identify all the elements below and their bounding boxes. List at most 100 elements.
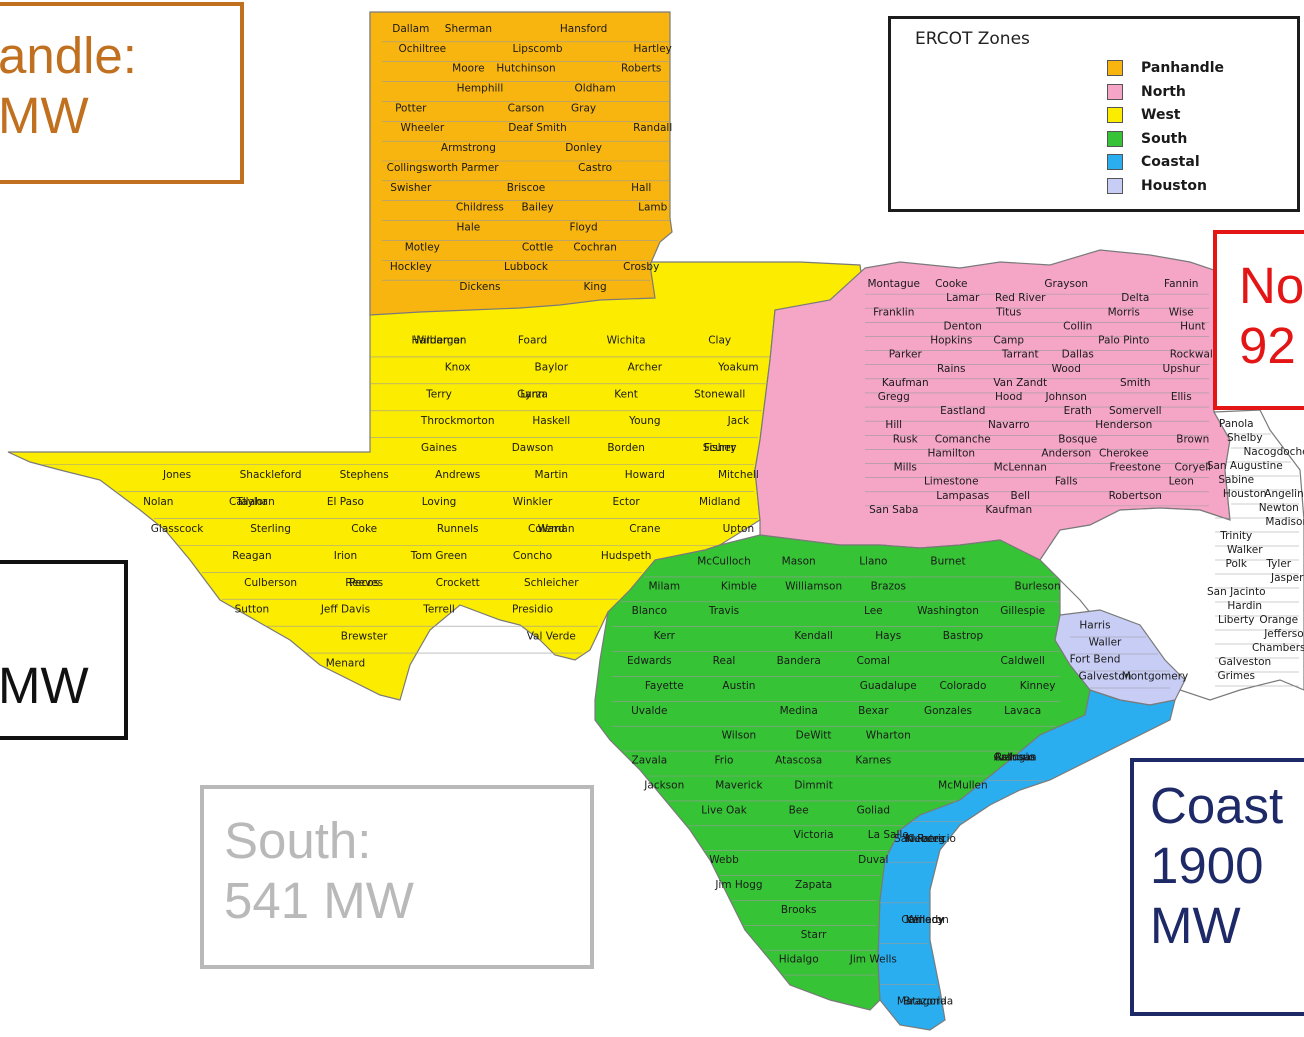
- county-label: Potter: [395, 102, 427, 114]
- legend-title: ERCOT Zones: [915, 29, 1030, 49]
- county-label: Rusk: [893, 433, 919, 445]
- legend-item-coastal: Coastal: [1107, 153, 1200, 171]
- county-label: Robertson: [1109, 490, 1162, 502]
- county-label: Floyd: [569, 222, 597, 234]
- legend-swatch: [1107, 154, 1123, 170]
- county-label: Bell: [1011, 490, 1031, 502]
- county-label: Lee: [864, 605, 883, 617]
- county-label: Hopkins: [930, 335, 972, 347]
- county-label: Somervell: [1109, 405, 1162, 417]
- legend-swatch: [1107, 83, 1123, 100]
- county-label: Brewster: [341, 631, 388, 643]
- county-label: Burleson: [1015, 580, 1061, 592]
- county-label: Eastland: [940, 405, 985, 417]
- county-label: Runnels: [437, 523, 479, 535]
- county-label: Lynn: [520, 388, 544, 400]
- county-label: Dimmit: [794, 779, 833, 791]
- county-label: Dickens: [459, 281, 500, 293]
- county-label: Howard: [625, 469, 665, 481]
- legend-swatch: [1107, 107, 1123, 123]
- county-label: Mills: [894, 462, 917, 474]
- county-label: Lipscomb: [513, 43, 563, 55]
- county-label: Edwards: [627, 655, 672, 667]
- county-label: Bexar: [858, 705, 889, 717]
- county-label: Brazos: [871, 580, 906, 592]
- county-label: Gray: [571, 102, 596, 114]
- county-label: Loving: [422, 496, 457, 508]
- county-label: Jack: [727, 415, 750, 427]
- county-label: Kent: [614, 388, 638, 400]
- county-label: Bailey: [521, 202, 553, 214]
- county-label: Camp: [993, 335, 1024, 347]
- county-label: Goliad: [857, 804, 891, 816]
- county-label: Briscoe: [507, 182, 546, 194]
- county-label: Nolan: [143, 496, 173, 508]
- county-label: Reagan: [232, 550, 271, 562]
- county-label: Falls: [1055, 476, 1078, 488]
- county-label: Terrell: [422, 604, 455, 616]
- county-label: Tyler: [1265, 558, 1291, 570]
- county-label: Young: [628, 415, 660, 427]
- county-label: Fannin: [1164, 278, 1198, 290]
- county-label: Kenedy: [906, 914, 945, 926]
- county-label: Grimes: [1217, 670, 1255, 682]
- county-label: Stephens: [340, 469, 389, 481]
- county-label: Kaufman: [985, 504, 1032, 516]
- county-label: Ellis: [1171, 391, 1192, 403]
- legend-item-north: North: [1107, 83, 1186, 101]
- county-label: Freestone: [1110, 462, 1161, 474]
- county-label: Wilbarger: [414, 334, 465, 346]
- county-label: Walker: [1227, 544, 1263, 556]
- county-label: Travis: [708, 605, 739, 617]
- county-label: Nueces: [906, 833, 945, 845]
- county-label: Crane: [629, 523, 660, 535]
- county-label: Oldham: [575, 83, 616, 95]
- county-label: Bosque: [1058, 433, 1097, 445]
- county-label: Leon: [1169, 476, 1194, 488]
- callout-panhandle-line1: andle:: [0, 27, 137, 84]
- county-label: Calhoun: [993, 751, 1036, 763]
- county-label: Hockley: [390, 261, 432, 273]
- legend-swatch: [1107, 130, 1123, 147]
- legend-label: South: [1141, 130, 1188, 147]
- county-label: Anderson: [1041, 447, 1091, 459]
- county-label: Dawson: [512, 442, 554, 454]
- county-label: Van Zandt: [993, 377, 1047, 389]
- county-label: Red River: [995, 292, 1046, 304]
- county-lines: [42, 41, 1299, 985]
- county-label: Coryell: [1174, 462, 1211, 474]
- county-label: Zavala: [632, 755, 668, 767]
- county-label: Cooke: [935, 278, 967, 290]
- county-label: Jim Wells: [849, 954, 897, 966]
- county-label: Mitchell: [718, 469, 759, 481]
- county-label: Gregg: [878, 391, 910, 403]
- county-label: Jim Hogg: [714, 879, 762, 891]
- callout-coastal: Coast 1900 MW: [1130, 758, 1304, 1016]
- county-label: Terry: [425, 388, 452, 400]
- county-label: San Augustine: [1207, 460, 1283, 472]
- callout-panhandle-line2: MW: [0, 87, 89, 144]
- county-label: King: [584, 281, 607, 293]
- county-label: Fort Bend: [1070, 654, 1121, 666]
- county-label: Childress: [456, 202, 504, 214]
- county-label: Washington: [917, 605, 979, 617]
- callout-south-line2: 541 MW: [224, 872, 414, 929]
- county-label: Waller: [1089, 637, 1122, 649]
- legend-label: Coastal: [1141, 154, 1200, 170]
- county-label: Tom Green: [410, 550, 467, 562]
- county-label: Randall: [633, 122, 672, 134]
- county-label: Cherokee: [1099, 447, 1149, 459]
- county-label: Lavaca: [1004, 705, 1041, 717]
- county-label: Gaines: [421, 442, 457, 454]
- county-label: Montgomery: [1122, 671, 1189, 683]
- county-label: Cottle: [522, 241, 553, 253]
- county-label: Victoria: [794, 829, 834, 841]
- county-label: Fayette: [645, 680, 684, 692]
- county-label: Moore: [452, 63, 484, 75]
- county-label: Wise: [1169, 306, 1194, 318]
- legend-swatch: [1107, 177, 1123, 194]
- county-label: Llano: [859, 555, 887, 567]
- county-label: La Salle: [868, 829, 909, 841]
- county-label: Gillespie: [1000, 605, 1045, 617]
